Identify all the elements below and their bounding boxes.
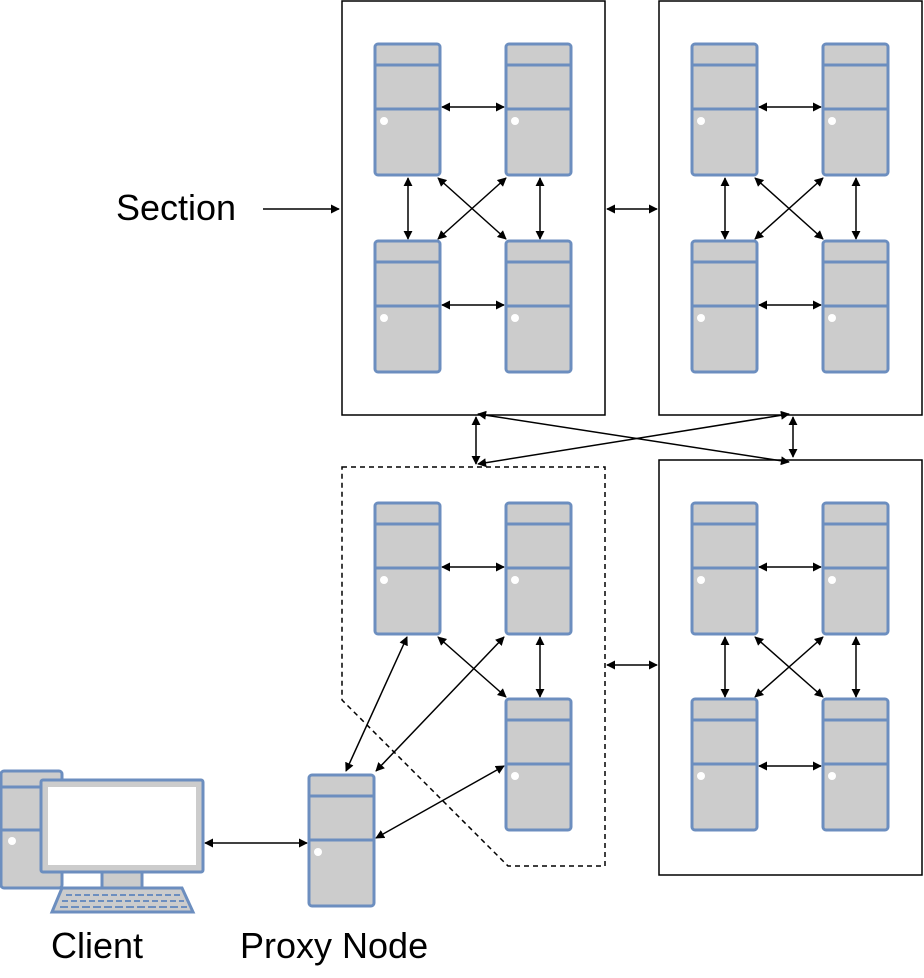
client-computer-icon [0, 769, 205, 914]
client-label: Client [51, 925, 143, 966]
server-icon [504, 42, 573, 177]
connection-arrow [754, 177, 824, 240]
connection-arrow [437, 177, 507, 240]
section-box-top-right [658, 0, 923, 416]
section-label: Section [116, 187, 236, 228]
section-box-top-left [341, 0, 606, 416]
server-icon [690, 697, 759, 832]
proxy-node-label: Proxy Node [240, 925, 428, 966]
connection-arrow [375, 636, 505, 772]
connection-arrow [345, 636, 408, 772]
server-icon [504, 239, 573, 374]
server-icon [690, 42, 759, 177]
server-icon [504, 501, 573, 636]
server-icon [373, 239, 442, 374]
server-icon [373, 501, 442, 636]
server-icon [690, 239, 759, 374]
connection-arrow [477, 410, 790, 468]
server-icon [373, 42, 442, 177]
server-icon [821, 697, 890, 832]
server-icon [504, 697, 573, 832]
server-icon [821, 501, 890, 636]
server-icon [690, 501, 759, 636]
proxy-node-server-icon [307, 773, 376, 908]
connection-arrow [375, 765, 505, 839]
server-icon [821, 42, 890, 177]
section-box-bottom-right [658, 459, 923, 876]
server-icon [821, 239, 890, 374]
connection-arrow [754, 636, 824, 698]
